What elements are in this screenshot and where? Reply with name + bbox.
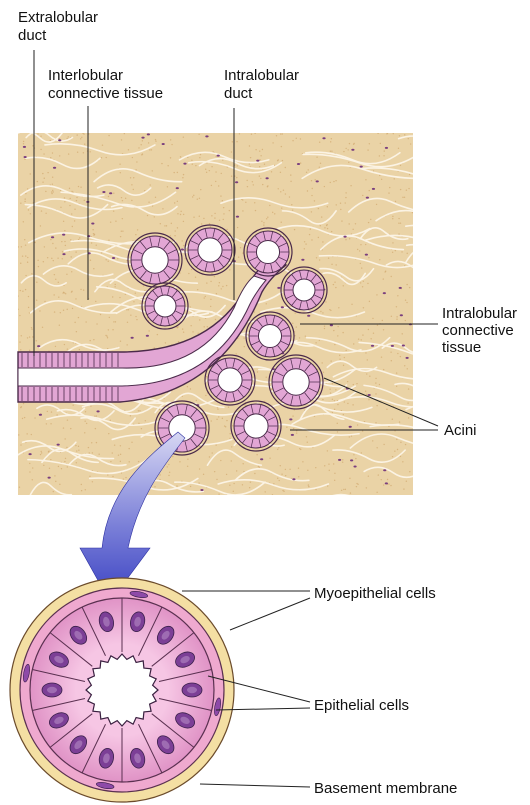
label-epithelial-cells: Epithelial cells (314, 697, 409, 714)
label-acini: Acini (444, 422, 477, 439)
label-intralobular-duct: Intralobular duct (224, 67, 303, 102)
acinus (205, 355, 255, 405)
acinus (244, 228, 292, 276)
enlarged-acinus (10, 578, 234, 802)
acinus (231, 401, 281, 451)
label-myoepithelial-cells: Myoepithelial cells (314, 585, 436, 602)
acinus (128, 233, 182, 287)
acinus (281, 267, 327, 313)
label-intralobular-connective-tissue: Intralobular connective tissue (442, 305, 521, 356)
label-extralobular-duct: Extralobular duct (18, 9, 102, 44)
acinus (269, 355, 323, 409)
acinus (142, 283, 188, 329)
acinus (246, 312, 294, 360)
acinus (185, 225, 235, 275)
label-interlobular-connective-tissue: Interlobular connective tissue (48, 67, 163, 102)
label-basement-membrane: Basement membrane (314, 780, 457, 797)
